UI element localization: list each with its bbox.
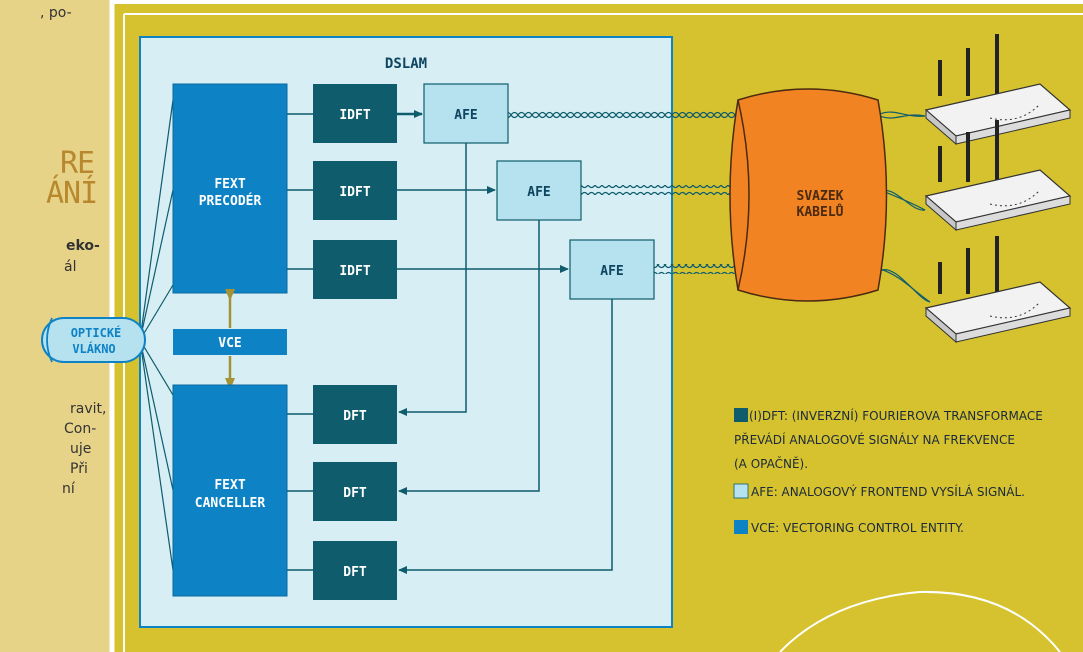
legend-text: PŘEVÁDÍ ANALOGOVÉ SIGNÁLY NA FREKVENCE bbox=[734, 432, 1015, 447]
legend-text: AFE: ANALOGOVÝ FRONTEND VYSÍLÁ SIGNÁL. bbox=[751, 484, 1025, 499]
fiber-label: OPTICKÉ bbox=[71, 325, 122, 340]
dft-label: DFT bbox=[343, 565, 367, 580]
twisted-pair-line bbox=[654, 264, 738, 274]
legend-swatch-idft bbox=[734, 408, 748, 422]
idft-label: IDFT bbox=[339, 264, 370, 279]
precoder-label: FEXT bbox=[214, 177, 245, 192]
idft-label: IDFT bbox=[339, 108, 370, 123]
canceller-label: CANCELLER bbox=[195, 496, 266, 511]
afe-label: AFE bbox=[454, 108, 477, 123]
afe-label: AFE bbox=[527, 185, 550, 200]
bundle-label: SVAZEK bbox=[797, 189, 844, 204]
fiber-label: VLÁKNO bbox=[72, 341, 115, 356]
afe-label: AFE bbox=[600, 264, 623, 279]
precoder-label: PRECODÉR bbox=[199, 193, 262, 209]
legend-swatch-afe bbox=[734, 484, 748, 498]
twisted-pair-line bbox=[581, 185, 738, 195]
canceller-label: FEXT bbox=[214, 478, 245, 493]
legend-text: VCE: VECTORING CONTROL ENTITY. bbox=[751, 521, 964, 535]
legend: (I)DFT: (INVERZNÍ) FOURIEROVA TRANSFORMA… bbox=[734, 408, 1043, 535]
bundle-label: KABELŮ bbox=[797, 204, 844, 220]
vce-label: VCE bbox=[218, 336, 241, 351]
modem-icon bbox=[926, 236, 1070, 342]
dslam-label: DSLAM bbox=[385, 56, 427, 72]
legend-text: (A OPAČNĚ). bbox=[734, 456, 808, 471]
modem-links bbox=[880, 112, 930, 302]
legend-text: (I)DFT: (INVERZNÍ) FOURIEROVA TRANSFORMA… bbox=[749, 408, 1043, 423]
dft-label: DFT bbox=[343, 486, 367, 501]
legend-swatch-vce bbox=[734, 520, 748, 534]
twisted-pair-line bbox=[508, 109, 738, 119]
cable-bundle: SVAZEK KABELŮ bbox=[730, 89, 887, 301]
decorative-circle-arc bbox=[780, 592, 1060, 652]
dft-label: DFT bbox=[343, 409, 367, 424]
idft-label: IDFT bbox=[339, 185, 370, 200]
optical-fiber: OPTICKÉ VLÁKNO bbox=[42, 318, 145, 362]
